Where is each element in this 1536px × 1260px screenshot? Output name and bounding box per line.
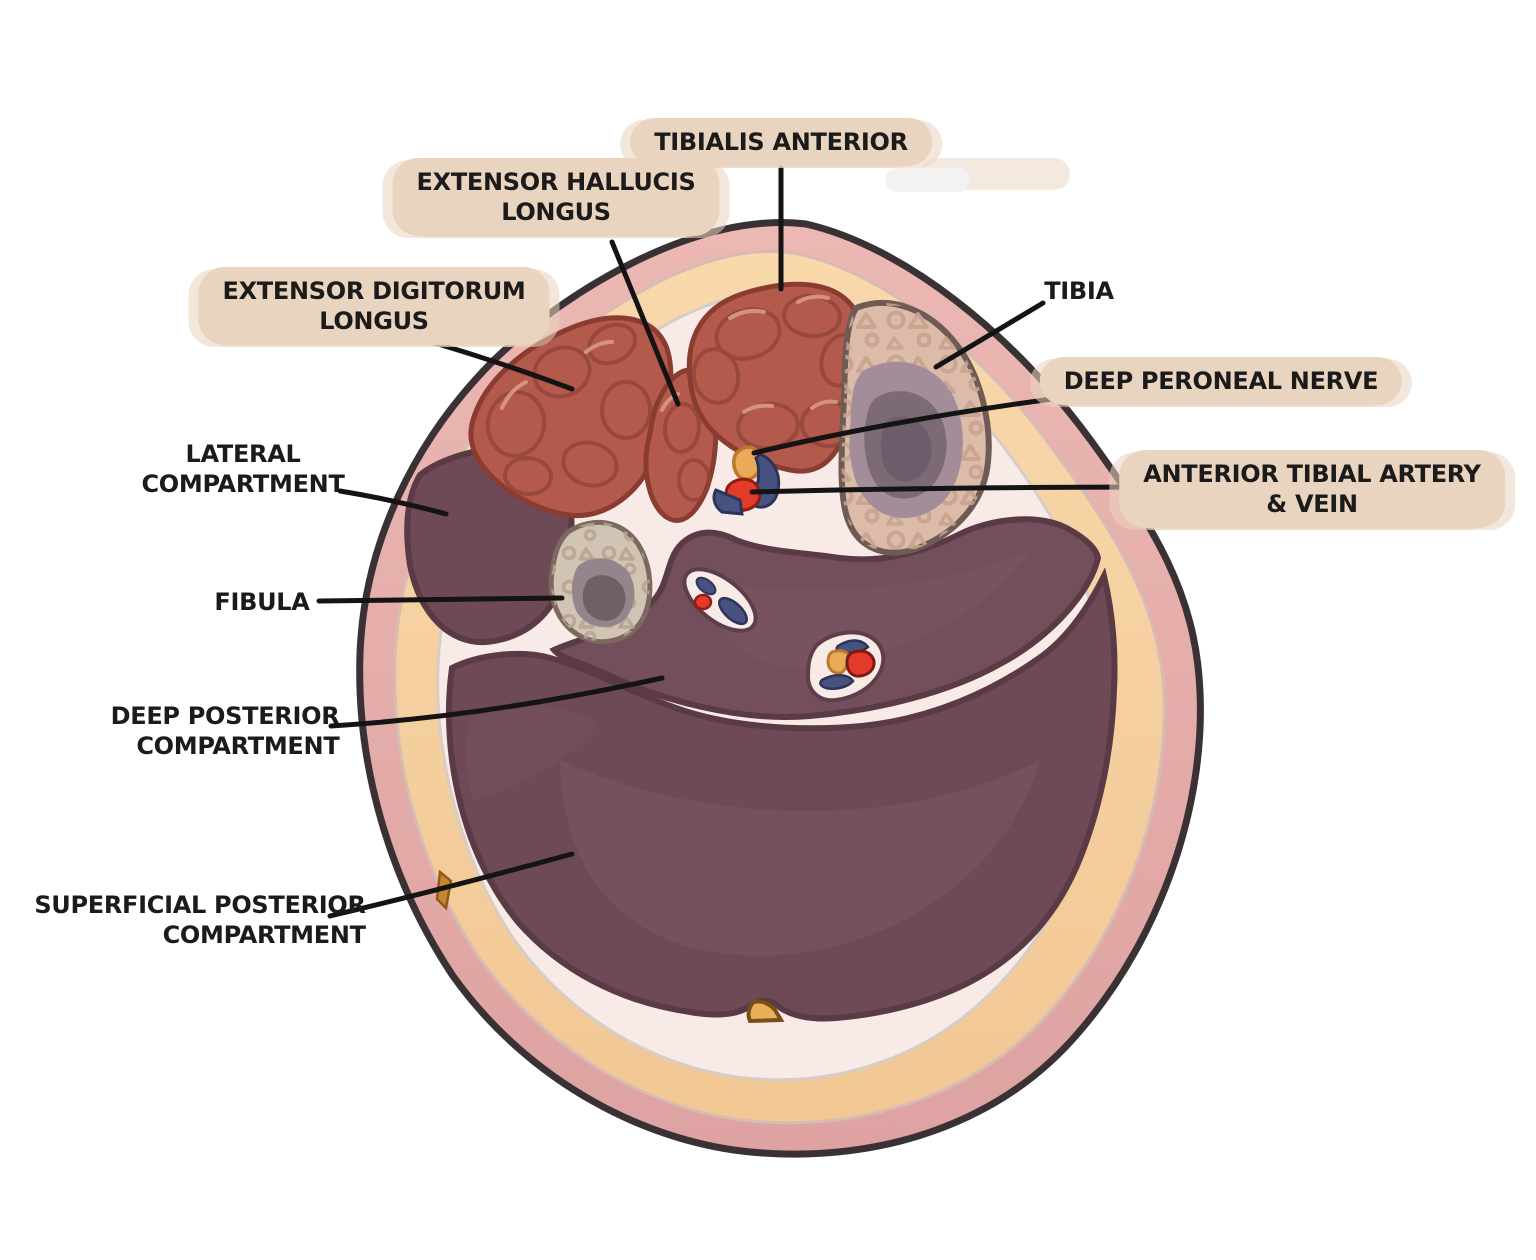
label-lateral-compartment: LATERAL COMPARTMENT	[141, 440, 345, 498]
superficial-compartment-shading	[465, 705, 1040, 956]
label-extensor-digitorum-longus: EXTENSOR DIGITORUM LONGUS	[198, 267, 550, 345]
leader-anterior-tibial-artery	[749, 484, 1171, 495]
leader-extensor-hallucis	[609, 239, 681, 407]
posterior-tibial-vein-2	[819, 674, 855, 690]
peroneal-artery	[693, 593, 713, 611]
label-tibia: TIBIA	[1044, 277, 1114, 305]
label-anterior-tibial-artery-vein: ANTERIOR TIBIAL ARTERY & VEIN	[1119, 450, 1505, 528]
leader-lines	[316, 165, 1171, 919]
leader-fibula	[316, 595, 565, 604]
label-superficial-posterior-compartment: SUPERFICIAL POSTERIOR COMPARTMENT	[34, 891, 366, 949]
posterior-tibial-bundle	[805, 630, 886, 703]
deep-compartment-shading	[700, 550, 1030, 669]
leader-tibia	[933, 300, 1046, 370]
gray-smudge	[885, 168, 970, 192]
label-extensor-hallucis-longus: EXTENSOR HALLUCIS LONGUS	[392, 158, 720, 236]
label-deep-peroneal-nerve: DEEP PERONEAL NERVE	[1039, 357, 1403, 405]
peroneal-vein-2	[718, 596, 748, 626]
label-deep-posterior-compartment: DEEP POSTERIOR COMPARTMENT	[110, 702, 340, 760]
leader-superficial-posterior	[327, 851, 575, 919]
fibula-bone	[548, 519, 653, 645]
leader-deep-peroneal-nerve	[751, 392, 1086, 456]
peroneal-vessel-bundle	[682, 567, 758, 633]
leader-extensor-digitorum	[425, 338, 575, 392]
deep-posterior-compartment	[549, 516, 1102, 720]
tibial-nerve	[826, 649, 851, 675]
sural-nerve	[746, 999, 785, 1024]
posterior-tibial-artery	[845, 649, 876, 678]
label-fibula: FIBULA	[214, 588, 310, 616]
anterior-compartment	[468, 281, 865, 523]
muscle-highlight-texture	[500, 294, 838, 414]
leader-deep-posterior	[328, 675, 665, 729]
anterior-tibial-vein-2	[712, 488, 744, 516]
peroneal-vein	[695, 576, 717, 596]
leader-lateral-compartment	[337, 488, 449, 517]
